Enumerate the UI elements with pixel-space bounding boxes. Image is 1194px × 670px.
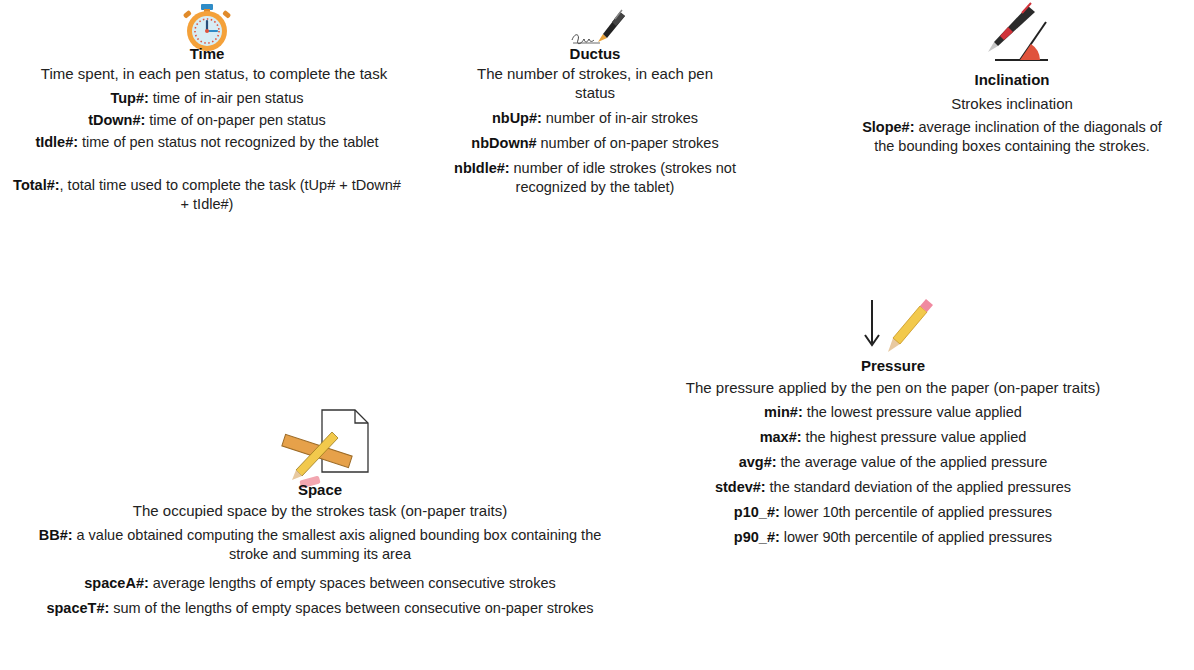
feature-line: nbDown# number of on-paper strokes [445, 134, 745, 153]
feature-text: the lowest pressure value applied [807, 404, 1022, 420]
feature-text: time of pen status not recognized by the… [82, 134, 379, 150]
feature-text: Pressure [861, 357, 925, 374]
feature-text: sum of the lengths of empty spaces betwe… [113, 600, 593, 616]
feature-text: lower 90th percentile of applied pressur… [784, 529, 1052, 545]
feature-line: Tup#: time of in-air pen status [7, 89, 407, 108]
feature-text: the highest pressure value applied [805, 429, 1026, 445]
feature-text: time of in-air pen status [153, 90, 304, 106]
feature-line: Slope#:average inclination of the diagon… [862, 118, 1162, 156]
feature-line: tDown#:time of on-paper pen status [7, 111, 407, 130]
feature-text: time of on-paper pen status [149, 112, 326, 128]
feature-line: nbUp#:number of in-air strokes [445, 109, 745, 128]
feature-text: Inclination [975, 71, 1050, 88]
category-title: Ductus [495, 44, 695, 63]
feature-text: Space [298, 481, 342, 498]
feature-name: BB#: [39, 527, 73, 543]
feature-line: tIdle#:time of pen status not recognized… [12, 133, 402, 152]
feature-text: number of in-air strokes [546, 110, 698, 126]
ruler-paper-icon [282, 410, 368, 488]
pen-signature-icon [572, 10, 625, 44]
feature-line: p90_#:lower 90th percentile of applied p… [643, 528, 1143, 547]
feature-name: Total#: [13, 177, 59, 193]
pressure-pencil-icon [865, 299, 933, 352]
category-description: The number of strokes, in each pen statu… [465, 64, 725, 102]
feature-line: min#:the lowest pressure value applied [643, 403, 1143, 422]
feature-line: BB#:a value obtained computing the small… [30, 526, 610, 564]
feature-text: , total time used to complete the task (… [60, 177, 401, 212]
feature-text: average inclination of the diagonals of … [874, 119, 1162, 154]
category-description: The occupied space by the strokes task (… [70, 501, 570, 520]
category-title: Time [57, 44, 357, 63]
feature-name: stdev#: [715, 479, 766, 495]
feature-text: average lengths of empty spaces between … [153, 575, 556, 591]
feature-text: Time [190, 45, 225, 62]
feature-line: spaceT#:sum of the lengths of empty spac… [40, 599, 600, 618]
feature-name: p90_#: [734, 529, 780, 545]
category-description: Strokes inclination [882, 94, 1142, 113]
stopwatch-icon [183, 4, 232, 51]
feature-name: avg#: [739, 454, 777, 470]
feature-line: max#:the highest pressure value applied [643, 428, 1143, 447]
feature-name: Tup#: [110, 90, 148, 106]
feature-text: The pressure applied by the pen on the p… [686, 379, 1100, 396]
feature-name: tDown#: [88, 112, 145, 128]
feature-name: min#: [764, 404, 803, 420]
feature-text: Ductus [570, 45, 621, 62]
feature-text: number of idle strokes (strokes not reco… [514, 160, 736, 195]
feature-line: stdev#:the standard deviation of the app… [643, 478, 1143, 497]
feature-line: nbIdle#:number of idle strokes (strokes … [445, 159, 745, 197]
feature-line: spaceA#: average lengths of empty spaces … [20, 574, 620, 593]
feature-line: avg#:the average value of the applied pr… [643, 453, 1143, 472]
feature-name: nbUp#: [492, 110, 542, 126]
category-description: Time spent, in each pen status, to compl… [4, 64, 424, 83]
inclination-icon [988, 3, 1048, 60]
feature-text: lower 10th percentile of applied pressur… [784, 504, 1052, 520]
feature-name: max#: [760, 429, 802, 445]
feature-name: Slope#: [862, 119, 914, 135]
feature-name: spaceA#: [84, 575, 148, 591]
feature-text: Strokes inclination [951, 95, 1073, 112]
feature-text: the standard deviation of the applied pr… [770, 479, 1071, 495]
feature-line: Total#:, total time used to complete the… [7, 176, 407, 214]
feature-name: nbDown# [471, 135, 536, 151]
feature-text: The number of strokes, in each pen statu… [477, 65, 713, 101]
feature-name: spaceT#: [46, 600, 109, 616]
category-title: Pressure [743, 356, 1043, 375]
feature-text: the average value of the applied pressur… [780, 454, 1047, 470]
feature-text: number of on-paper strokes [541, 135, 719, 151]
feature-name: nbIdle#: [454, 160, 510, 176]
feature-name: p10_#: [734, 504, 780, 520]
feature-text: Time spent, in each pen status, to compl… [41, 65, 387, 82]
category-title: Space [220, 480, 420, 499]
feature-text: The occupied space by the strokes task (… [133, 502, 507, 519]
feature-text: a value obtained computing the smallest … [76, 527, 601, 562]
feature-line: p10_#:lower 10th percentile of applied p… [643, 503, 1143, 522]
category-description: The pressure applied by the pen on the p… [633, 378, 1153, 397]
feature-name: tIdle#: [35, 134, 78, 150]
category-title: Inclination [912, 70, 1112, 89]
